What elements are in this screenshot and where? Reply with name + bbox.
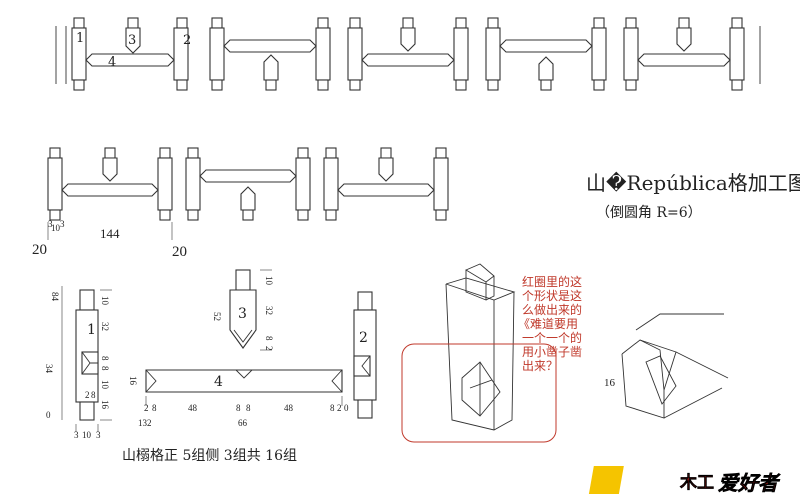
assembly-front-5 — [623, 17, 761, 91]
question-note: 红圈里的这 个形状是这 么做出来的 《难道要用 一个一个的 用小凿子凿 出来？ — [518, 274, 582, 373]
part-2-detail: 2 — [353, 291, 377, 419]
p4-dim-d8: 2 — [337, 403, 342, 413]
p3-dim-tip-b: 2 — [264, 346, 274, 351]
p4-dim-height: 16 — [128, 376, 138, 386]
summary-text: 山榒格正 5组侧 3组共 16组 — [122, 448, 297, 464]
p4-dim-d6: 48 — [284, 403, 294, 413]
dim-inner: 10 — [51, 223, 61, 233]
part-3-label: 3 — [238, 306, 247, 322]
assembly-front-3 — [347, 17, 469, 91]
part-3-detail: 3 52 10 32 8 2 — [212, 269, 274, 351]
p3-dim-tip-a: 8 — [264, 336, 274, 341]
assembly-side-1: 3 3 10 144 20 20 — [32, 147, 187, 260]
p1-dim-n1: 2 — [85, 390, 90, 400]
label-post-3: 3 — [128, 33, 136, 48]
p1-dim-zero: 0 — [46, 410, 51, 420]
assembly-front-2 — [209, 17, 331, 91]
p1-dim-notch-b: 8 — [100, 366, 110, 371]
label-post-1: 1 — [76, 31, 84, 46]
assembly-front-4 — [485, 17, 607, 91]
p1-dim-foot: 16 — [100, 400, 110, 410]
p1-dim-n2: 8 — [91, 390, 96, 400]
dim-span-144: 144 — [100, 226, 120, 241]
logo-badge — [588, 466, 624, 494]
logo-prefix: 木工 — [679, 472, 714, 493]
p1-dim-upper: 32 — [100, 322, 110, 331]
p4-dim-total: 132 — [138, 418, 152, 428]
dim-offset-b: 3 — [60, 219, 65, 229]
label-bar-4: 4 — [108, 55, 116, 70]
assembly-front-1: 1 3 2 4 — [55, 17, 191, 91]
p3-dim-total: 52 — [212, 312, 222, 321]
p1-dim-top: 10 — [100, 296, 110, 306]
part-1-label: 1 — [87, 322, 96, 338]
part-1-detail: 1 84 10 32 34 8 8 10 16 0 2 8 3 10 3 — [44, 286, 112, 440]
p4-dim-d7: 8 — [330, 403, 335, 413]
p3-dim-body: 32 — [264, 306, 274, 315]
part-4-label: 4 — [214, 374, 223, 390]
highlight-circle — [401, 343, 557, 443]
p1-dim-b2: 10 — [82, 430, 92, 440]
p4-dim-d1: 2 — [144, 403, 149, 413]
note-line-5: 一个一个的 — [522, 330, 582, 345]
note-line-7: 出来？ — [522, 359, 558, 373]
note-line-6: 用小凿子凿 — [522, 345, 582, 359]
p4-dim-d2: 8 — [152, 403, 157, 413]
site-logo: 木工 爱好者 — [588, 466, 781, 495]
p4-dim-d3: 48 — [188, 403, 198, 413]
part-2-label: 2 — [359, 330, 368, 346]
dim-left-end: 20 — [32, 242, 47, 258]
p1-dim-notch-a: 8 — [100, 356, 110, 361]
p4-dim-d4: 8 — [236, 403, 241, 413]
p1-dim-bottom: 10 — [100, 380, 110, 390]
sketch-joint: 16 — [604, 313, 729, 419]
p4-dim-d5: 8 — [246, 403, 251, 413]
assembly-row-side: 3 3 10 144 20 20 — [32, 147, 449, 260]
note-line-4: 《难道要用 — [518, 317, 578, 331]
dim-offset-a: 3 — [48, 219, 53, 229]
assembly-side-3 — [323, 147, 449, 221]
p4-dim-half: 66 — [238, 418, 248, 428]
part-4-detail: 4 16 2 8 48 8 8 48 8 2 0 132 66 — [128, 369, 349, 428]
note-line-1: 红圈里的这 — [522, 274, 582, 289]
logo-text: 爱好者 — [718, 471, 781, 495]
p1-dim-b1: 3 — [74, 430, 79, 440]
p4-dim-d9: 0 — [344, 403, 349, 413]
p1-dim-mid: 34 — [44, 364, 54, 374]
dim-right-end: 20 — [172, 244, 187, 260]
assembly-row-top: 1 3 2 4 — [55, 17, 761, 91]
note-line-3: 么做出来的 — [522, 302, 582, 317]
p3-dim-top: 10 — [264, 276, 274, 286]
label-post-2: 2 — [183, 33, 191, 48]
p1-dim-b3: 3 — [96, 430, 101, 440]
note-line-2: 个形状是这 — [522, 288, 582, 303]
sketch-3d-post — [445, 263, 516, 431]
assembly-side-2 — [185, 147, 311, 221]
drawing-subtitle: （倒圆角 R=6） — [596, 205, 702, 221]
drawing-title: 山�República格加工图 — [586, 171, 800, 195]
p1-dim-total: 84 — [50, 292, 60, 302]
sketch2-mark: 16 — [604, 377, 616, 389]
